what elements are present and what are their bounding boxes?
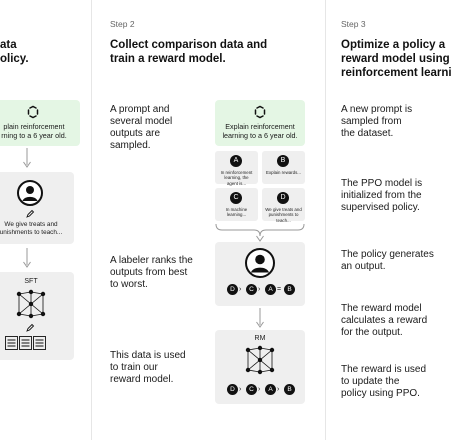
rank-separator: › — [258, 286, 261, 293]
rm-label: RM — [254, 335, 266, 342]
step1-demo-text: We give treats and unishments to teach..… — [0, 221, 63, 237]
rank-1-badge: D — [227, 384, 238, 395]
rank-separator: = — [277, 286, 282, 293]
rank-separator: › — [277, 386, 280, 393]
step1-demo-card: We give treats and unishments to teach..… — [0, 172, 74, 244]
output-d-text: We give treats and punishments to teach.… — [265, 207, 302, 223]
neural-network-icon — [16, 289, 46, 319]
rank-separator: › — [258, 386, 261, 393]
step3-title: Optimize a policy a reward model using r… — [341, 39, 452, 79]
rm-ranking: D › C › A › B — [227, 384, 297, 396]
step3-desc-reward: The reward model calculates a reward for… — [341, 303, 428, 338]
step2-desc-sample: A prompt and several model outputs are s… — [110, 104, 173, 151]
sft-label: SFT — [24, 278, 38, 285]
openai-logo-icon — [254, 105, 266, 119]
step1-sft-card: SFT — [0, 272, 74, 360]
step2-desc-rank: A labeler ranks the outputs from best to… — [110, 255, 193, 290]
step3-desc-ppo-init: The PPO model is initialized from the su… — [341, 178, 423, 213]
step3-desc-update: The reward is used to update the policy … — [341, 364, 427, 399]
step3-desc-generate: The policy generates an output. — [341, 249, 434, 272]
column-divider-2 — [325, 0, 326, 440]
pencil-icon — [26, 209, 35, 218]
step2-desc-train: This data is used to train our reward mo… — [110, 350, 186, 385]
output-b-text: Explain rewards... — [266, 170, 301, 175]
rank-1-badge: D — [227, 284, 238, 295]
output-a-badge: A — [230, 155, 242, 167]
output-card-c: C In machine learning... — [215, 188, 258, 221]
neural-network-icon — [245, 345, 275, 375]
output-a-text: In reinforcement learning, the agent is.… — [220, 170, 253, 186]
outputs-bracket-arrow — [215, 223, 305, 242]
step2-label: Step 2 — [110, 19, 135, 29]
rank-3-badge: A — [265, 384, 276, 395]
step3-label: Step 3 — [341, 19, 366, 29]
step1-prompt-box: plain reinforcement rning to a 6 year ol… — [0, 100, 80, 146]
step2-arrow-down — [256, 308, 264, 328]
output-c-text: In machine learning... — [225, 207, 248, 218]
labeler-avatar-icon — [245, 248, 275, 278]
output-card-a: A In reinforcement learning, the agent i… — [215, 151, 258, 186]
output-c-badge: C — [230, 192, 242, 204]
step2-prompt-text: Explain reinforcement learning to a 6 ye… — [222, 122, 298, 140]
output-card-d: D We give treats and punishments to teac… — [262, 188, 305, 223]
pencil-icon — [26, 323, 35, 332]
output-d-badge: D — [277, 192, 289, 204]
step1-title: ata olicy. — [0, 39, 29, 65]
output-b-badge: B — [277, 155, 289, 167]
step1-prompt-text: plain reinforcement rning to a 6 year ol… — [1, 122, 67, 140]
rank-separator: › — [239, 386, 242, 393]
documents-icon — [5, 336, 46, 350]
rank-separator: › — [239, 286, 242, 293]
column-divider-1 — [91, 0, 92, 440]
rank-2-badge: C — [246, 284, 257, 295]
rank-4-badge: B — [284, 384, 295, 395]
step3-desc-prompt: A new prompt is sampled from the dataset… — [341, 104, 413, 139]
step1-arrow-2 — [23, 248, 31, 268]
rank-2-badge: C — [246, 384, 257, 395]
openai-logo-icon — [27, 105, 39, 119]
reward-model-card: RM D › C › A › B — [215, 330, 305, 404]
labeler-avatar-icon — [17, 180, 43, 206]
step1-arrow-1 — [23, 148, 31, 168]
rank-3-badge: A — [265, 284, 276, 295]
rank-4-badge: B — [284, 284, 295, 295]
step2-title: Collect comparison data and train a rewa… — [110, 39, 268, 65]
output-card-b: B Explain rewards... — [262, 151, 305, 184]
labeler-card: D › C › A = B — [215, 242, 305, 306]
labeler-ranking: D › C › A = B — [227, 284, 297, 296]
step2-prompt-box: Explain reinforcement learning to a 6 ye… — [215, 100, 305, 146]
